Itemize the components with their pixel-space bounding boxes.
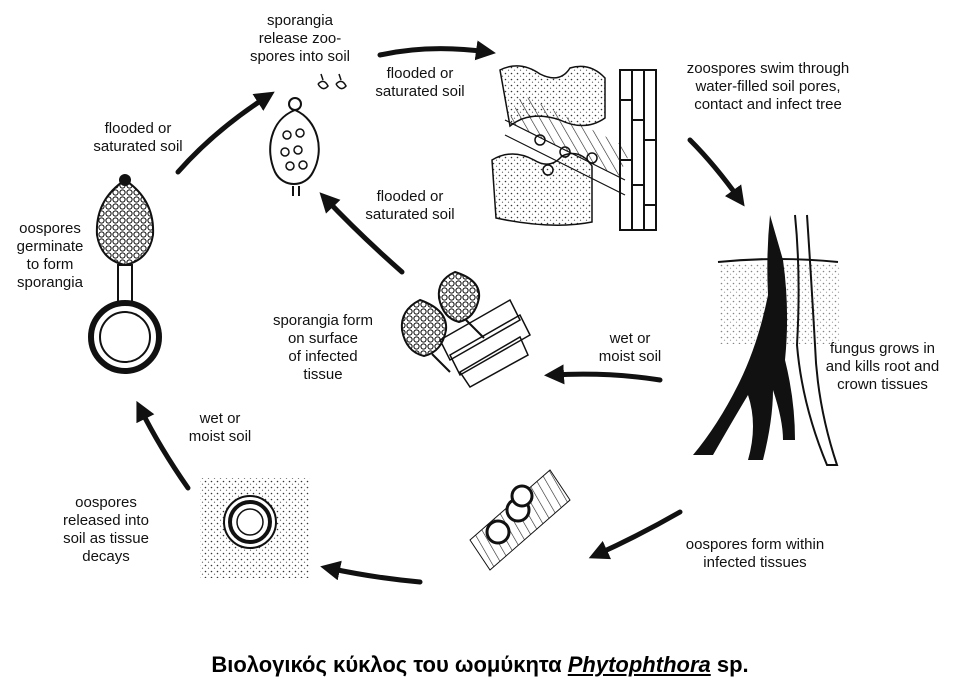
oospores-in-tissue-illustration [469,469,571,571]
sporangia-on-tissue-illustration [400,270,531,388]
infected-tree-illustration [693,214,840,466]
oospore-in-soil-illustration [200,478,310,578]
label-oospores-form: oospores form within infected tissues [685,536,825,571]
zoospore-release-sporangium-illustration [269,73,347,196]
arrow-tree-to-oospore-tissue [588,509,683,560]
label-oospores-germinate: oospores germinate to form sporangia [16,220,84,291]
cycle-arrows [136,40,745,585]
label-sporangia-release-zoospores: sporangia release zoo- spores into soil [249,12,351,65]
label-wet-moist-right: wet or moist soil [598,330,662,365]
caption-prefix: Βιολογικός κύκλος του ωομύκητα [211,652,568,677]
arrow-to-tree [687,137,745,207]
caption-suffix: sp. [710,652,749,677]
arrow-tissue-to-soil [320,560,423,585]
arrow-soil-to-germinating [136,400,191,491]
figure-caption: Βιολογικός κύκλος του ωομύκητα Phytophth… [0,652,960,678]
label-wet-moist-left: wet or moist soil [188,410,252,445]
arrow-to-center-sporangia-left [544,364,663,385]
label-sporangia-form: sporangia form on surface of infected ti… [272,312,374,383]
label-flooded-left: flooded or saturated soil [93,120,183,155]
label-oospores-released: oospores released into soil as tissue de… [63,494,149,565]
label-fungus-grows: fungus grows in and kills root and crown… [825,340,940,393]
waterlogged-soil-block-illustration [490,62,660,232]
arrow-to-top-sporangium [175,91,275,175]
label-flooded-center: flooded or saturated soil [365,188,455,223]
label-zoospores-swim: zoospores swim through water-filled soil… [686,60,850,113]
arrow-center-to-top [319,192,405,275]
arrow-to-soil-block [377,40,496,61]
caption-genus: Phytophthora [567,652,711,677]
label-flooded-top: flooded or saturated soil [375,65,465,100]
germinating-oospore-illustration [88,174,162,374]
